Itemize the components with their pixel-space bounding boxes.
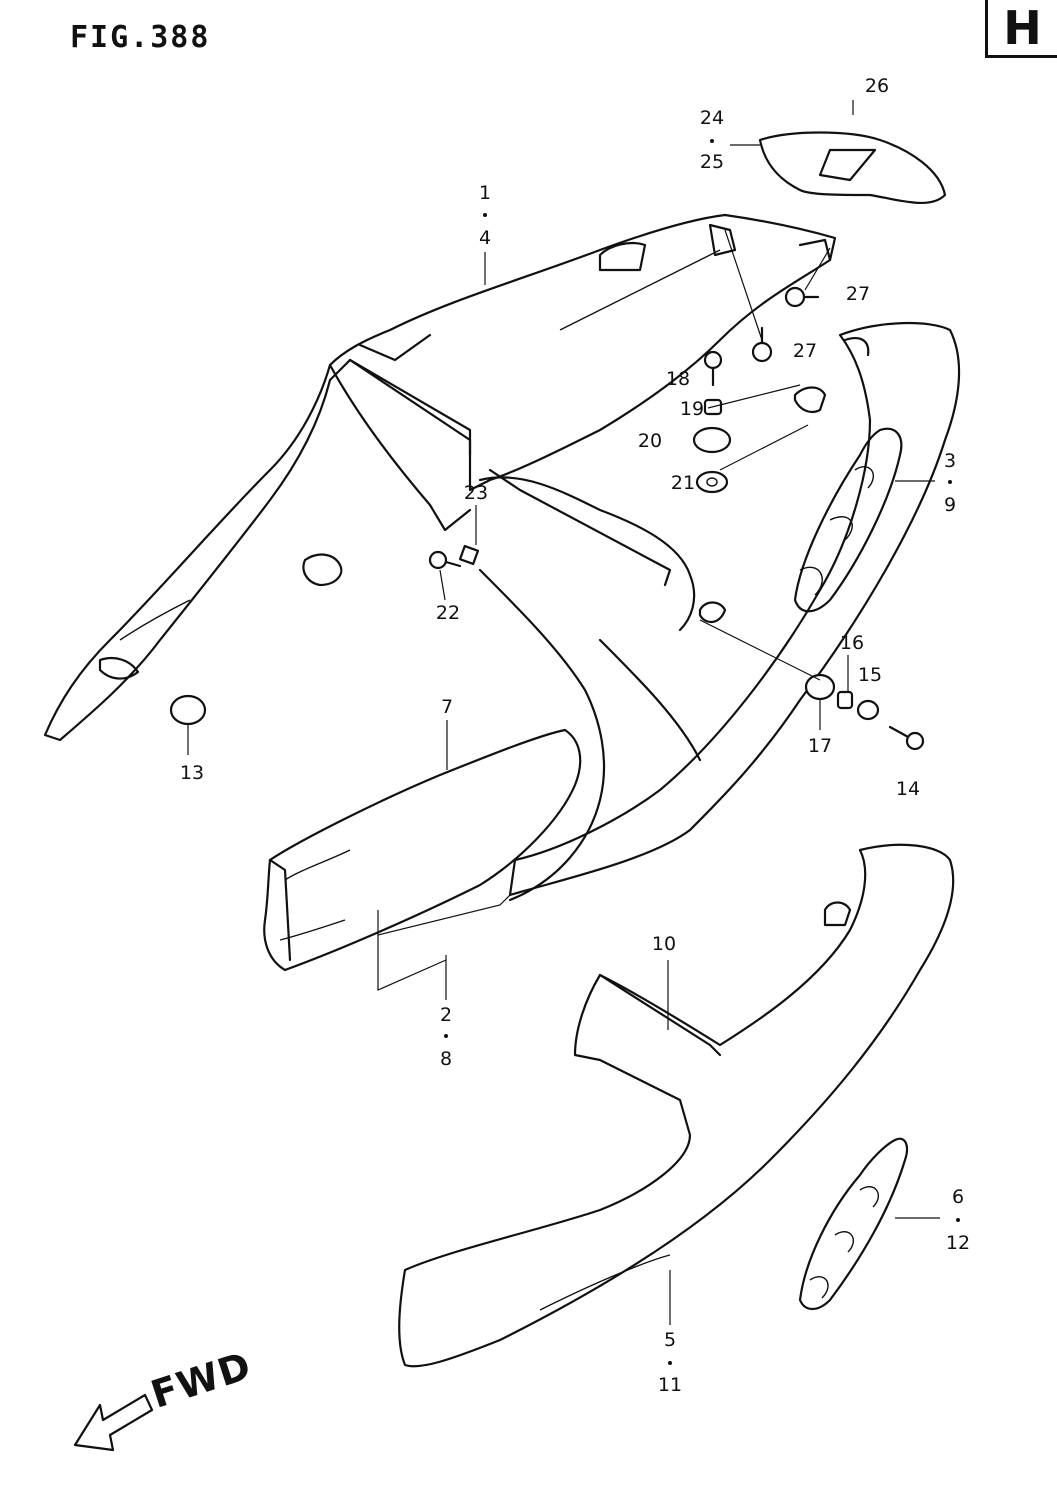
callout-dot bbox=[483, 213, 487, 217]
callout-25: 25 bbox=[699, 151, 725, 173]
callout-7: 7 bbox=[440, 696, 454, 718]
figure-title: FIG.388 bbox=[70, 20, 211, 55]
left-under-cover bbox=[263, 728, 582, 972]
callout-27-upper: 27 bbox=[845, 283, 871, 305]
callout-14: 14 bbox=[895, 778, 921, 800]
callout-1: 1 bbox=[478, 182, 492, 204]
callout-21: 21 bbox=[670, 472, 696, 494]
callout-6: 6 bbox=[951, 1186, 965, 1208]
callout-24: 24 bbox=[699, 107, 725, 129]
side-emblem bbox=[798, 1137, 909, 1311]
callout-2: 2 bbox=[439, 1004, 453, 1026]
callout-dot bbox=[444, 1034, 448, 1038]
forward-arrow-icon bbox=[73, 1393, 154, 1452]
fasteners bbox=[169, 286, 925, 751]
callout-23: 23 bbox=[463, 482, 489, 504]
callout-19: 19 bbox=[679, 398, 705, 420]
callout-11: 11 bbox=[657, 1374, 683, 1396]
callout-16: 16 bbox=[839, 632, 865, 654]
callout-27-lower: 27 bbox=[792, 340, 818, 362]
callout-8: 8 bbox=[439, 1048, 453, 1070]
callout-3: 3 bbox=[943, 450, 957, 472]
right-frame-cover bbox=[508, 321, 961, 897]
callout-12: 12 bbox=[945, 1232, 971, 1254]
section-badge: H bbox=[985, 0, 1057, 58]
callout-dot bbox=[668, 1361, 672, 1365]
callout-4: 4 bbox=[478, 227, 492, 249]
seat-tail-cover bbox=[43, 213, 837, 902]
callout-22: 22 bbox=[435, 602, 461, 624]
callout-dot bbox=[948, 480, 952, 484]
callout-15: 15 bbox=[857, 664, 883, 686]
callout-18: 18 bbox=[665, 368, 691, 390]
callout-26: 26 bbox=[864, 75, 890, 97]
callout-20: 20 bbox=[637, 430, 663, 452]
callout-5: 5 bbox=[663, 1329, 677, 1351]
callout-17: 17 bbox=[807, 735, 833, 757]
tail-cap bbox=[758, 131, 947, 205]
callout-13: 13 bbox=[179, 762, 205, 784]
callout-9: 9 bbox=[943, 494, 957, 516]
leader-lines bbox=[187, 100, 940, 1325]
lower-frame-cover bbox=[398, 843, 955, 1368]
callout-dot bbox=[710, 139, 714, 143]
callout-dot bbox=[956, 1218, 960, 1222]
callout-10: 10 bbox=[651, 933, 677, 955]
